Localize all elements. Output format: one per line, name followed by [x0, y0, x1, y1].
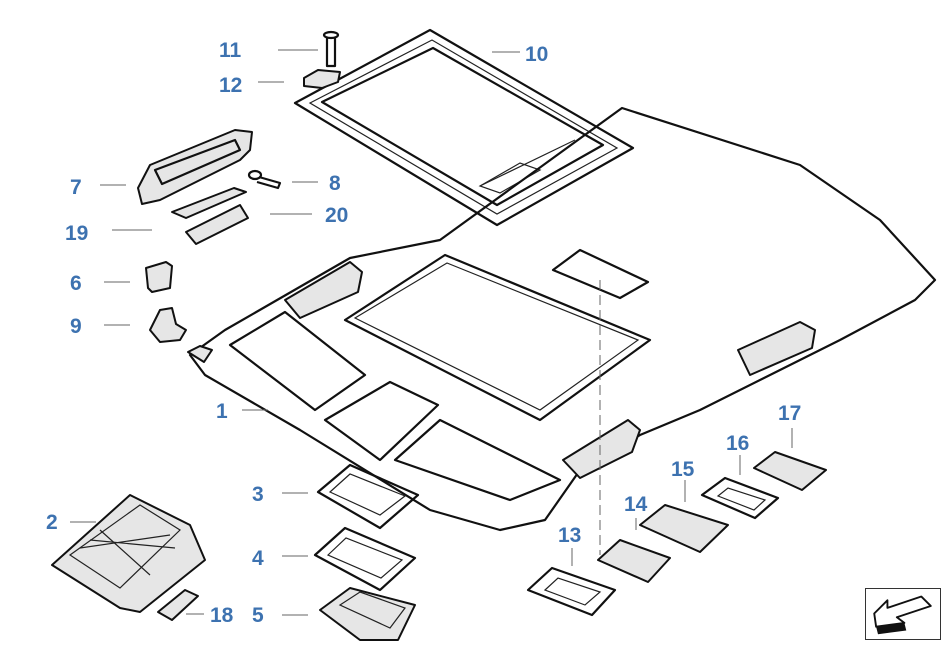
part-19-20-bracket	[171, 187, 249, 245]
part-14-console	[597, 539, 671, 583]
part-17-console	[753, 451, 827, 491]
part-18-switch	[157, 589, 199, 621]
callout-7: 7	[70, 176, 82, 199]
part-6-cap	[145, 261, 173, 293]
callout-4: 4	[252, 547, 264, 570]
part-16-cover	[700, 476, 780, 520]
callout-16: 16	[726, 432, 750, 455]
back-arrow-icon	[873, 595, 932, 635]
callout-19: 19	[65, 222, 89, 245]
part-3-frame	[316, 463, 420, 530]
callout-5: 5	[252, 604, 264, 627]
part-5-lamp-housing	[319, 587, 416, 641]
part-2-light-assembly	[51, 494, 206, 613]
part-8-screw	[247, 169, 282, 190]
part-10-sunroof-frame	[293, 28, 635, 227]
callout-3: 3	[252, 483, 264, 506]
callout-15: 15	[671, 458, 695, 481]
part-4-frame	[313, 526, 417, 592]
part-12-clip	[303, 69, 341, 89]
callout-18: 18	[210, 604, 234, 627]
callout-6: 6	[70, 272, 82, 295]
callout-12: 12	[219, 74, 243, 97]
callout-20: 20	[325, 204, 349, 227]
leader-lines	[70, 49, 793, 616]
callout-17: 17	[778, 402, 802, 425]
part-11-bolt	[322, 30, 340, 68]
callout-9: 9	[70, 315, 82, 338]
part-1-headliner	[187, 106, 937, 532]
callout-1: 1	[216, 400, 228, 423]
callout-11: 11	[219, 39, 242, 62]
callout-13: 13	[558, 524, 582, 547]
part-13-cover	[526, 566, 617, 617]
part-9-cover	[149, 307, 187, 343]
callout-8: 8	[329, 172, 341, 195]
callout-10: 10	[525, 43, 549, 66]
part-15-console	[639, 504, 729, 553]
callout-14: 14	[624, 493, 648, 516]
part-7-grab-handle	[137, 129, 253, 205]
back-button[interactable]	[865, 588, 941, 640]
callout-2: 2	[46, 511, 58, 534]
